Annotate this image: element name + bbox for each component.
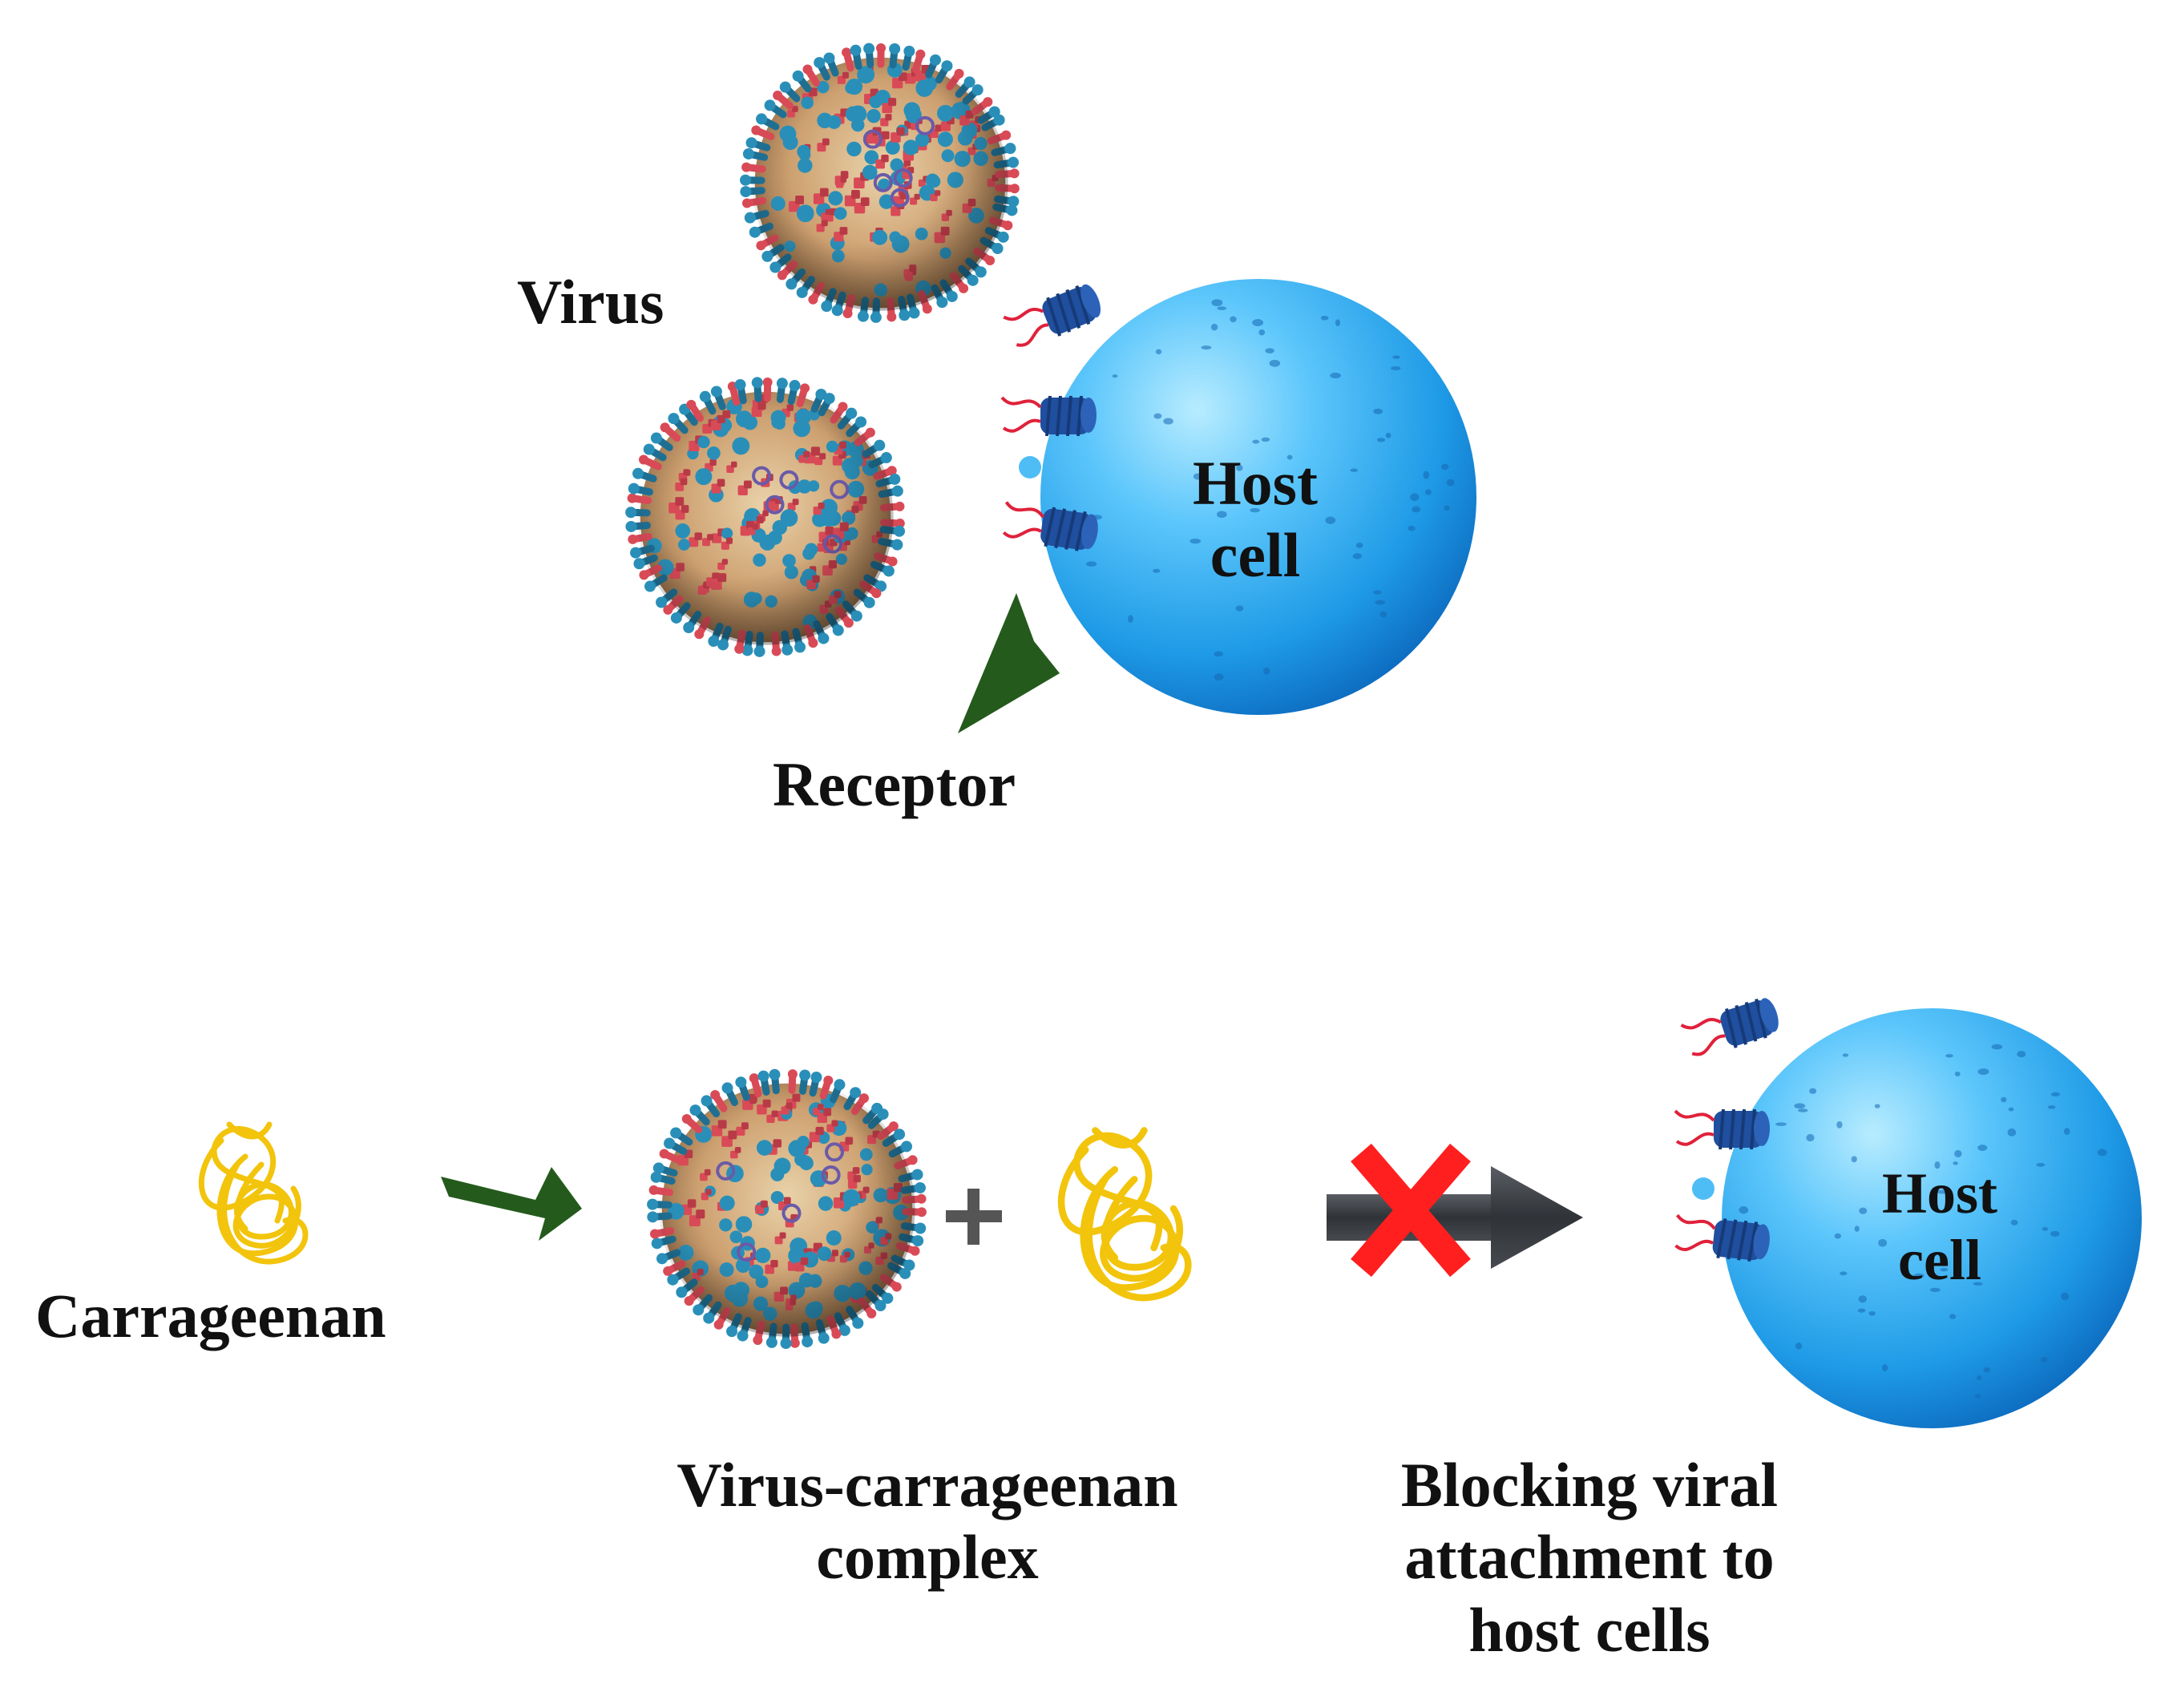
receptor	[1000, 395, 1097, 437]
cell-surface-dots	[1068, 299, 1455, 681]
receptor	[1680, 998, 1779, 1056]
receptor-group-bottom	[1674, 998, 1779, 1262]
plus-sign	[946, 1189, 1002, 1245]
receptor	[1002, 501, 1098, 551]
carrageenan-icon	[1057, 1127, 1192, 1302]
receptor	[1674, 1213, 1770, 1262]
host-cell-label-bottom: Host cell	[1882, 1161, 1997, 1292]
receptor-group-top	[1000, 284, 1101, 551]
receptor	[1674, 1108, 1770, 1150]
host-cell-label-top: Host cell	[1193, 448, 1318, 590]
virus-particle	[647, 1068, 927, 1349]
blocking-label: Blocking viral attachment to host cells	[1400, 1450, 1779, 1665]
receptor-pointer-arrow	[958, 593, 1060, 733]
receptor	[1003, 284, 1101, 347]
virus-label: Virus	[517, 267, 664, 337]
complex-label: Virus-carrageenan complex	[677, 1450, 1178, 1593]
carrageenan-label: Carrageenan	[35, 1281, 386, 1351]
receptor-label: Receptor	[773, 749, 1016, 819]
cell-surface-dots	[1739, 1044, 2107, 1399]
process-arrow	[441, 1167, 582, 1241]
host-cell-bottom	[1692, 1008, 2142, 1428]
carrageenan-icon	[198, 1121, 309, 1265]
host-cell-top	[1019, 279, 1476, 715]
cross-icon	[1351, 1143, 1471, 1278]
virus-particle	[625, 377, 906, 657]
virus-particle	[740, 42, 1020, 323]
